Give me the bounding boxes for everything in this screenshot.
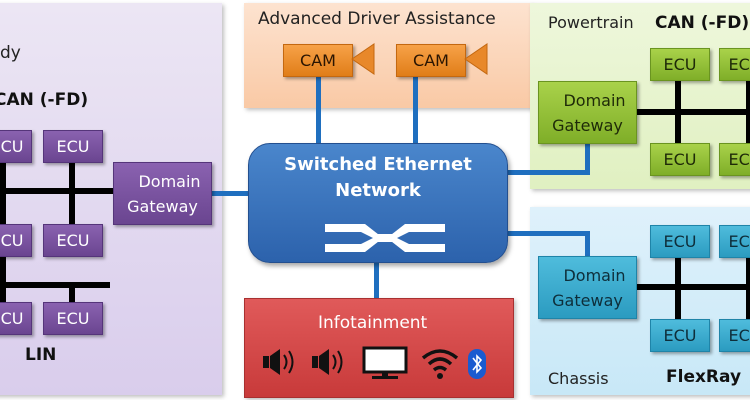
gateway-label-line1: Domain — [563, 90, 626, 110]
body-lin-drop — [69, 282, 75, 302]
body-domain-gateway[interactable]: Domain Gateway — [113, 162, 212, 225]
powertrain-ecu[interactable]: ECU — [650, 48, 710, 81]
gateway-label-line1: Domain — [563, 265, 626, 285]
body-domain-title: dy — [0, 43, 21, 63]
chassis-ecu[interactable]: ECU — [650, 319, 710, 352]
ecu-label: ECU — [56, 137, 90, 156]
body-ecu[interactable]: ECU — [43, 130, 103, 163]
infotainment-domain-panel — [244, 298, 514, 398]
adas-camera[interactable]: CAM — [283, 44, 353, 77]
chassis-ecu[interactable]: ECU — [719, 319, 750, 352]
ecu-label: ECU — [56, 309, 90, 328]
bluetooth-icon — [468, 349, 486, 379]
ecu-label: ECU — [56, 231, 90, 250]
chassis-bus-line — [636, 284, 750, 290]
network-switch-icon — [325, 224, 445, 252]
adas-domain-title: Advanced Driver Assistance — [258, 9, 496, 29]
powertrain-ecu[interactable]: ECU — [719, 143, 750, 176]
adas-camera[interactable]: CAM — [396, 44, 466, 77]
camera-lens-icon — [351, 43, 375, 75]
camera-label: CAM — [300, 51, 336, 70]
ecu-label: ECU — [0, 137, 24, 156]
ecu-label: ECU — [663, 232, 697, 251]
powertrain-bus-drop-2 — [746, 75, 750, 147]
body-can-bus-line — [0, 188, 115, 194]
ecu-label: ECU — [728, 326, 750, 345]
body-bus-vertical-right — [69, 150, 75, 240]
body-ecu[interactable]: ECU — [0, 302, 32, 335]
ethernet-link-powertrain-h — [505, 170, 590, 175]
speaker-icon — [263, 349, 294, 375]
ecu-label: ECU — [663, 55, 697, 74]
wifi-icon — [421, 349, 459, 379]
chassis-ecu[interactable]: ECU — [719, 225, 750, 258]
switched-ethernet-network[interactable]: Switched Ethernet Network — [248, 143, 508, 263]
body-lin-bus-label: LIN — [25, 345, 57, 365]
ethernet-link-body — [209, 191, 251, 196]
switch-title: Switched Ethernet Network — [249, 152, 507, 204]
powertrain-ecu[interactable]: ECU — [650, 143, 710, 176]
ecu-label: ECU — [663, 326, 697, 345]
ecu-label: ECU — [728, 150, 750, 169]
camera-label: CAM — [413, 51, 449, 70]
powertrain-bus-drop-1 — [675, 75, 681, 147]
body-ecu[interactable]: ECU — [43, 224, 103, 257]
chassis-bus-drop-2 — [746, 250, 750, 322]
ethernet-link-powertrain-v — [585, 140, 590, 175]
chassis-bus-drop-1 — [675, 250, 681, 322]
chassis-flexray-bus-label: FlexRay — [666, 367, 742, 387]
switch-title-line2: Network — [335, 180, 421, 201]
ecu-label: ECU — [728, 232, 750, 251]
camera-lens-icon — [464, 43, 488, 75]
infotainment-title: Infotainment — [318, 313, 428, 333]
body-lin-bus-line — [0, 282, 110, 288]
powertrain-domain-title: Powertrain — [548, 13, 634, 32]
chassis-domain-gateway[interactable]: Domain Gateway — [538, 256, 637, 319]
chassis-ecu[interactable]: ECU — [650, 225, 710, 258]
chassis-domain-title: Chassis — [548, 369, 609, 388]
powertrain-can-bus-label: CAN (-FD) — [655, 13, 750, 33]
powertrain-bus-line — [636, 109, 750, 115]
ecu-label: ECU — [0, 231, 24, 250]
powertrain-domain-gateway[interactable]: Domain Gateway — [538, 81, 637, 144]
ethernet-link-infotainment — [374, 260, 379, 300]
ethernet-link-chassis-v — [585, 231, 590, 259]
body-ecu[interactable]: ECU — [0, 130, 32, 163]
ecu-label: ECU — [728, 55, 750, 74]
body-can-bus-label: CAN (-FD) — [0, 90, 89, 110]
ethernet-link-cam1 — [316, 76, 321, 146]
powertrain-ecu[interactable]: ECU — [719, 48, 750, 81]
monitor-icon — [362, 346, 408, 379]
gateway-label-line2: Gateway — [552, 115, 623, 135]
gateway-label-line2: Gateway — [552, 290, 623, 310]
gateway-label-line2: Gateway — [127, 196, 198, 216]
body-ecu[interactable]: ECU — [0, 224, 32, 257]
ecu-label: ECU — [0, 309, 24, 328]
ecu-label: ECU — [663, 150, 697, 169]
ethernet-link-cam2 — [413, 76, 418, 146]
gateway-label-line1: Domain — [138, 171, 201, 191]
body-ecu[interactable]: ECU — [43, 302, 103, 335]
speaker-icon — [312, 349, 343, 375]
switch-title-line1: Switched Ethernet — [284, 154, 472, 175]
ethernet-link-chassis-h — [505, 231, 590, 236]
